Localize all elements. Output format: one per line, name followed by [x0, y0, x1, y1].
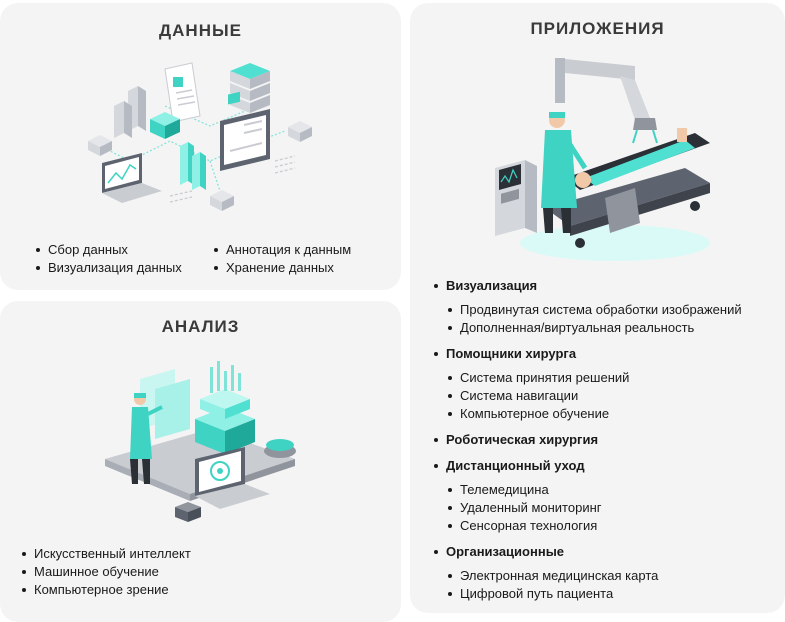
data-card: ДАННЫЕ — [0, 3, 401, 290]
list-item: Цифровой путь пациента — [446, 585, 777, 603]
list-item: Электронная медицинская карта — [446, 567, 777, 585]
analysis-card: АНАЛИЗ — [0, 301, 401, 622]
section-title: Роботическая хирургия — [432, 431, 777, 449]
data-list-col2: Аннотация к данным Хранение данных — [212, 241, 351, 277]
apps-section-surgeon-assistants: Помощники хирурга Система принятия решен… — [432, 345, 777, 423]
section-items: Телемедицина Удаленный мониторинг Сенсор… — [446, 481, 777, 535]
apps-card: ПРИЛОЖЕНИЯ — [410, 3, 785, 613]
apps-section-organizational: Организационные Электронная медицинская … — [432, 543, 777, 603]
list-item: Сбор данных — [34, 241, 182, 259]
list-item: Сенсорная технология — [446, 517, 777, 535]
section-title: Дистанционный уход — [432, 457, 777, 475]
apps-section-remote-care: Дистанционный уход Телемедицина Удаленны… — [432, 457, 777, 535]
list-item: Система навигации — [446, 387, 777, 405]
list-item: Дополненная/виртуальная реальность — [446, 319, 777, 337]
list-item: Система принятия решений — [446, 369, 777, 387]
section-title: Организационные — [432, 543, 777, 561]
apps-illustration — [495, 58, 710, 261]
data-list-col1: Сбор данных Визуализация данных — [34, 241, 182, 277]
list-item: Машинное обучение — [20, 563, 191, 581]
analysis-illustration — [105, 361, 296, 522]
list-item: Компьютерное зрение — [20, 581, 191, 599]
apps-sections: Визуализация Продвинутая система обработ… — [432, 277, 777, 611]
list-item: Визуализация данных — [34, 259, 182, 277]
section-items: Продвинутая система обработки изображени… — [446, 301, 777, 337]
apps-card-title: ПРИЛОЖЕНИЯ — [530, 19, 665, 38]
list-item: Искусственный интеллект — [20, 545, 191, 563]
apps-section-visualization: Визуализация Продвинутая система обработ… — [432, 277, 777, 337]
list-item: Продвинутая система обработки изображени… — [446, 301, 777, 319]
list-item: Удаленный мониторинг — [446, 499, 777, 517]
analysis-card-title: АНАЛИЗ — [161, 317, 240, 336]
analysis-list: Искусственный интеллект Машинное обучени… — [20, 545, 191, 599]
list-item: Хранение данных — [212, 259, 351, 277]
section-title: Помощники хирурга — [432, 345, 777, 363]
list-item: Аннотация к данным — [212, 241, 351, 259]
data-illustration — [88, 62, 312, 211]
section-items: Электронная медицинская карта Цифровой п… — [446, 567, 777, 603]
data-card-title: ДАННЫЕ — [159, 21, 242, 40]
list-item: Компьютерное обучение — [446, 405, 777, 423]
list-item: Телемедицина — [446, 481, 777, 499]
section-title: Визуализация — [432, 277, 777, 295]
apps-section-robotic-surgery: Роботическая хирургия — [432, 431, 777, 449]
section-items: Система принятия решений Система навигац… — [446, 369, 777, 423]
